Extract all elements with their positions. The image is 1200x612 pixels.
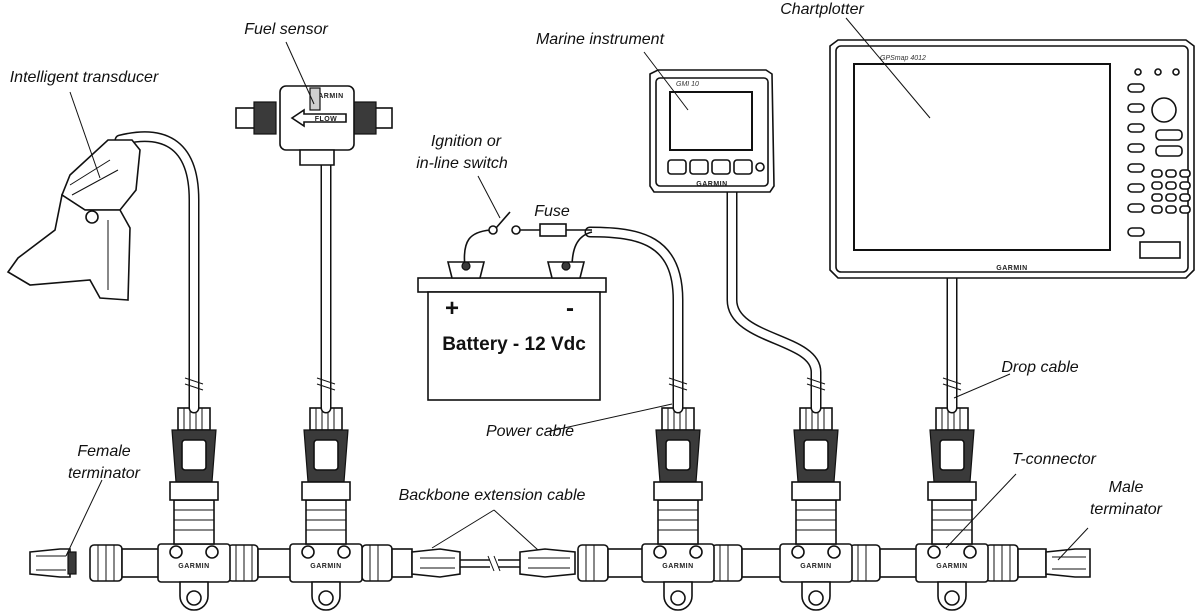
drop-cables [114,131,962,414]
t-connector-5: GARMIN [915,499,989,611]
battery: + - Battery - 12 Vdc [417,261,607,401]
drop-connector-2 [301,407,351,501]
chartplotter-keypad [1151,169,1191,214]
battery-minus-label: - [566,295,574,322]
backbone-extension-cable [411,548,576,578]
ignition-label-line2: in-line switch [416,155,508,172]
chartplotter-label: Chartplotter [780,1,864,18]
fuse-label: Fuse [534,203,570,220]
marine-instrument-model: GMI 10 [676,81,699,88]
chartplotter-brand: GARMIN [996,265,1027,272]
marine-instrument-label: Marine instrument [536,31,665,48]
drop-connector-5 [927,407,977,501]
ignition-label-line1: Ignition or [431,133,502,150]
chartplotter: GPSmap 4012 GARMIN [829,39,1195,279]
male-terminator [1017,548,1091,578]
drop-cable-label: Drop cable [1001,359,1078,376]
marine-instrument-brand: GARMIN [696,181,727,188]
marine-instrument: GMI 10 GARMIN [649,69,775,193]
t-connector-brand: GARMIN [178,563,209,570]
battery-label: Battery - 12 Vdc [442,334,586,355]
female-terminator-label-line2: terminator [68,465,141,482]
intelligent-transducer-label: Intelligent transducer [10,69,159,86]
t-connector-3: GARMIN [641,499,715,611]
male-terminator-label-line1: Male [1109,479,1144,496]
chartplotter-softkeys [1127,83,1145,237]
t-connector-brand: GARMIN [310,563,341,570]
leader-lines [65,17,1089,561]
backbone-extension-cable-label: Backbone extension cable [399,487,586,504]
t-connector-2: GARMIN [289,499,363,611]
intelligent-transducer [6,139,141,301]
power-cable-label: Power cable [486,423,574,440]
backbone-couplers [89,544,1019,582]
t-connector-brand: GARMIN [936,563,967,570]
fuel-sensor-flow: FLOW [315,116,338,123]
drop-connector-4 [791,407,841,501]
chartplotter-model: GPSmap 4012 [880,55,926,62]
fuel-sensor: GARMIN FLOW [235,85,393,166]
fuel-sensor-label: Fuel sensor [244,21,328,38]
battery-plus-label: + [445,295,459,322]
t-connector-brand: GARMIN [662,563,693,570]
drop-connector-3 [653,407,703,501]
drop-connector-1 [169,407,219,501]
battery-circuit [463,211,593,269]
t-connector-4: GARMIN [779,499,853,611]
female-terminator [29,548,77,578]
fuel-sensor-brand: GARMIN [312,93,343,100]
male-terminator-label-line2: terminator [1090,501,1163,518]
t-connector-label: T-connector [1012,451,1097,468]
t-connector-brand: GARMIN [800,563,831,570]
labels: Intelligent transducer Fuel sensor Marin… [10,1,1163,518]
t-connectors: GARMIN GARMIN GARMIN GARMI [157,499,989,611]
female-terminator-label-line1: Female [77,443,130,460]
t-connector-1: GARMIN [157,499,231,611]
drop-connectors [169,407,977,501]
